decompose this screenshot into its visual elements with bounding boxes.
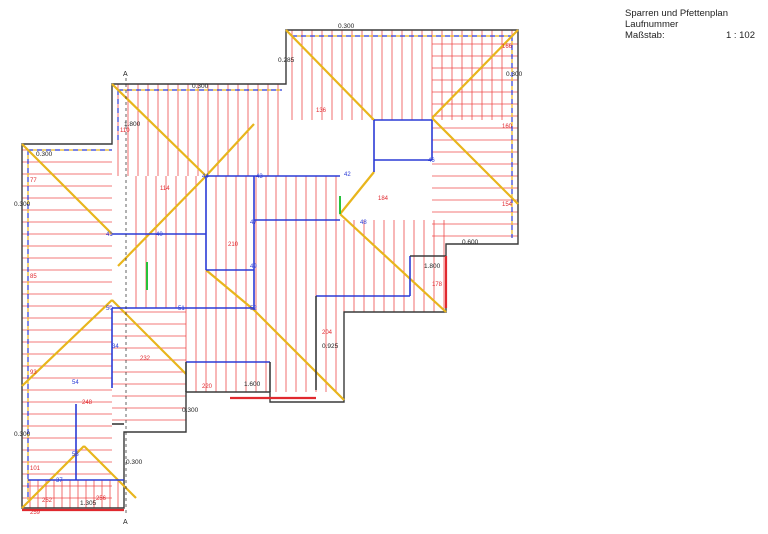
purlin-number: 41 bbox=[106, 232, 113, 238]
purlin-number: 46 bbox=[428, 158, 435, 164]
plan-title: Sparren und Pfettenplan bbox=[625, 8, 728, 19]
rafter-number: 114 bbox=[160, 186, 170, 192]
rafter-number: 160 bbox=[502, 124, 513, 130]
dimension-label: 0.300 bbox=[126, 459, 143, 466]
rafter-number: 166 bbox=[502, 44, 513, 50]
rafter-number: 154 bbox=[502, 202, 513, 208]
scale-label: Maßstab: bbox=[625, 30, 665, 41]
rafter-number: 259 bbox=[30, 510, 41, 516]
purlin-number: 37 bbox=[56, 478, 63, 484]
dimension-label: 0.300 bbox=[338, 23, 355, 30]
dimension-label: 1.800 bbox=[424, 263, 441, 270]
red-strips bbox=[22, 256, 448, 512]
step-walls bbox=[112, 255, 446, 425]
rafter-labels: 77 85 93 101 110 114 136 166 160 154 184… bbox=[30, 44, 513, 516]
purlin-number: 43 bbox=[256, 174, 263, 180]
dimension-labels: 0.300 1.800 0.300 0.285 0.300 0.300 0.30… bbox=[14, 23, 523, 507]
rafter-number: 252 bbox=[42, 498, 53, 504]
plan-subtitle: Laufnummer bbox=[625, 19, 679, 30]
purlin-lines bbox=[28, 119, 433, 481]
rafter-number: 204 bbox=[322, 330, 333, 336]
building-outline bbox=[21, 29, 519, 509]
eave-ridge-dashes bbox=[27, 35, 513, 500]
purlin-number: 54 bbox=[72, 380, 79, 386]
dimension-label: 1.600 bbox=[244, 381, 261, 388]
purlin-number: 42 bbox=[344, 172, 351, 178]
rafter-number: 77 bbox=[30, 178, 37, 184]
purlin-number: 47 bbox=[250, 220, 257, 226]
dimension-label: 0.300 bbox=[506, 71, 523, 78]
dimension-label: 0.925 bbox=[322, 343, 339, 350]
dimension-label: 1.800 bbox=[124, 121, 141, 128]
purlin-number: 50 bbox=[106, 306, 113, 312]
rafter-number: 210 bbox=[228, 242, 239, 248]
plan-legend: Sparren und Pfettenplan Laufnummer Maßst… bbox=[625, 8, 755, 41]
purlin-labels: 43 44 41 40 50 51 52 49 47 48 42 46 34 5… bbox=[56, 158, 435, 484]
purlin-number: 49 bbox=[250, 264, 257, 270]
section-mark-top: A bbox=[123, 71, 128, 78]
purlin-number: 48 bbox=[360, 220, 367, 226]
rafter-number: 178 bbox=[432, 282, 443, 288]
hip-valley-lines bbox=[21, 29, 519, 509]
dimension-label: 0.300 bbox=[14, 431, 31, 438]
purlin-number: 53 bbox=[72, 452, 79, 458]
green-markers bbox=[146, 196, 341, 290]
dimension-label: 1.305 bbox=[80, 500, 97, 507]
purlin-number: 52 bbox=[250, 306, 257, 312]
rafter-number: 184 bbox=[378, 196, 389, 202]
rafter-number: 93 bbox=[30, 370, 37, 376]
rafter-number: 136 bbox=[316, 108, 327, 114]
rafter-number: 220 bbox=[202, 384, 213, 390]
rafter-number: 101 bbox=[30, 466, 41, 472]
dimension-label: 0.300 bbox=[182, 407, 199, 414]
rafter-number: 256 bbox=[96, 496, 107, 502]
dimension-label: 0.285 bbox=[278, 57, 295, 64]
scale-row: Maßstab: 1 : 102 bbox=[625, 30, 755, 41]
dimension-label: 0.300 bbox=[14, 201, 31, 208]
rafter-number: 110 bbox=[120, 128, 130, 134]
dimension-label: 0.300 bbox=[192, 83, 209, 90]
dimension-label: 0.600 bbox=[462, 239, 479, 246]
purlin-number: 51 bbox=[178, 306, 185, 312]
purlin-number: 34 bbox=[112, 344, 119, 350]
purlin-number: 44 bbox=[202, 174, 209, 180]
rafter-number: 85 bbox=[30, 274, 37, 280]
rafter-number: 248 bbox=[82, 400, 93, 406]
dimension-label: 0.300 bbox=[36, 151, 53, 158]
rafter-number: 232 bbox=[140, 356, 151, 362]
section-mark-bottom: A bbox=[123, 519, 128, 526]
scale-value: 1 : 102 bbox=[725, 30, 755, 41]
rafter-layer bbox=[22, 30, 518, 508]
purlin-number: 40 bbox=[156, 232, 163, 238]
